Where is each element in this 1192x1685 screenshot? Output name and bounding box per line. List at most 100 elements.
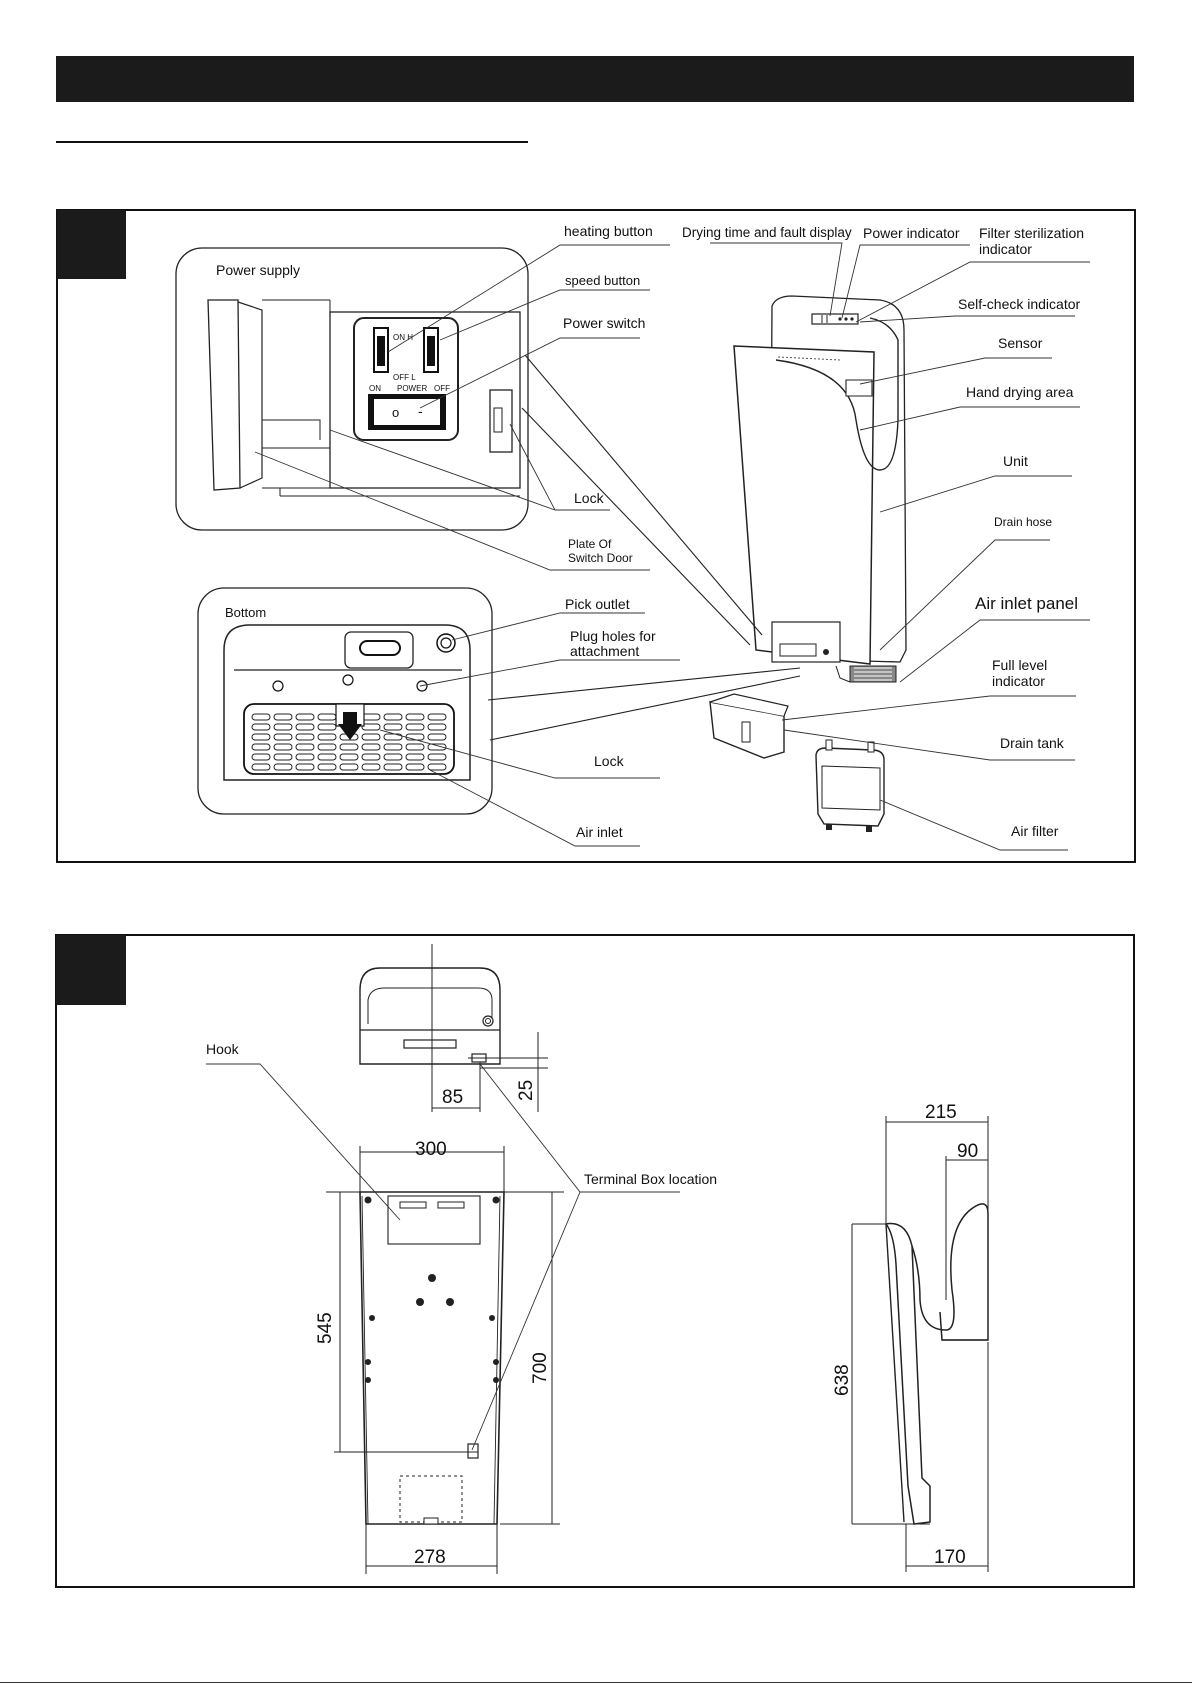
grille-slot — [383, 753, 403, 761]
grille-slot — [317, 763, 337, 771]
down-arrow-icon — [338, 712, 362, 740]
grille-slot — [383, 743, 403, 751]
projection-line-3 — [487, 667, 801, 701]
label-sensor: Sensor — [998, 335, 1043, 351]
grille-slot — [405, 713, 425, 721]
hook-leader — [206, 1063, 401, 1221]
label-lock-top: Lock — [574, 490, 605, 506]
grille-slot — [251, 753, 271, 761]
terminal-box-front — [467, 1443, 479, 1459]
switch-label-off: OFF — [434, 384, 450, 393]
grille-slot — [251, 743, 271, 751]
grille-slot — [361, 733, 381, 741]
terminal-box-leaders — [471, 1063, 680, 1451]
figure-2-tab — [56, 935, 126, 1005]
header-bar — [56, 56, 1134, 102]
grille-slot — [273, 723, 293, 731]
grille-slot — [295, 743, 315, 751]
grille-slot — [295, 733, 315, 741]
footer-rule — [0, 1682, 1192, 1683]
bottom-view-drawing — [359, 944, 548, 1112]
projection-line-4 — [489, 675, 801, 741]
grille-slot — [383, 763, 403, 771]
label-filter-sterilization: Filter sterilization — [979, 225, 1084, 241]
label-air-inlet: Air inlet — [576, 824, 623, 840]
dryer-front-panel — [733, 345, 875, 665]
grille-slot — [361, 713, 381, 721]
front-view-drawing — [359, 1191, 505, 1525]
figure-1-components: Power supply ON H OFF L ON — [56, 209, 1136, 863]
switch-label-on: ON — [369, 384, 381, 393]
side-view-dimension-lines — [851, 1116, 989, 1572]
front-view-dimension-lines — [326, 1146, 564, 1574]
dim-90: 90 — [957, 1141, 978, 1162]
dim-638: 638 — [832, 1364, 853, 1396]
grille-slot — [405, 763, 425, 771]
grille-slot — [427, 713, 447, 721]
grille-slot — [383, 723, 403, 731]
grille-slot — [361, 763, 381, 771]
label-drying-time: Drying time and fault display — [682, 225, 852, 240]
figure-1-frame — [56, 209, 1136, 863]
label-plate-of: Plate Of — [568, 537, 612, 551]
label-terminal-box-location: Terminal Box location — [584, 1171, 717, 1187]
plug-hole-1 — [272, 680, 284, 692]
power-switch-on-symbol: o — [392, 405, 399, 420]
dim-545: 545 — [315, 1312, 336, 1344]
dim-215: 215 — [925, 1102, 957, 1123]
grille-slot — [251, 723, 271, 731]
label-drain-tank: Drain tank — [1000, 735, 1065, 751]
label-power-switch: Power switch — [563, 315, 645, 331]
section-heading-rule — [56, 141, 528, 143]
grille-slot — [273, 763, 293, 771]
projection-line-2 — [521, 407, 751, 646]
callout-leaders-left — [254, 244, 680, 847]
grille-slot — [251, 763, 271, 771]
callout-leaders-right — [710, 242, 1090, 851]
dim-170: 170 — [934, 1547, 966, 1568]
label-power-indicator: Power indicator — [863, 225, 960, 241]
figure-2-dimensions: 85 25 — [55, 934, 1135, 1588]
grille-slot — [427, 733, 447, 741]
grille-slot — [427, 753, 447, 761]
grille-slot — [361, 723, 381, 731]
grille-slot — [427, 743, 447, 751]
display-panel — [811, 313, 859, 325]
dim-25: 25 — [516, 1080, 537, 1101]
label-lock-bottom: Lock — [594, 753, 625, 769]
dim-300: 300 — [415, 1139, 447, 1160]
hand-dryer-unit — [733, 295, 907, 683]
drain-tank — [709, 693, 789, 759]
label-hand-drying-area: Hand drying area — [966, 384, 1074, 400]
label-unit: Unit — [1003, 453, 1028, 469]
grille-slot — [427, 763, 447, 771]
grille-slot — [273, 733, 293, 741]
grille-slot — [339, 763, 359, 771]
grille-slot — [405, 723, 425, 731]
dim-700: 700 — [530, 1352, 551, 1384]
grille-slot — [361, 743, 381, 751]
grille-slot — [427, 723, 447, 731]
side-hand-cavity — [911, 1203, 989, 1341]
figure-2-frame — [55, 934, 1135, 1588]
grille-slot — [339, 743, 359, 751]
grille-slot — [383, 713, 403, 721]
switch-label-on-h: ON H — [393, 333, 413, 342]
dim-278: 278 — [414, 1547, 446, 1568]
switch-label-off-l: OFF L — [393, 373, 416, 382]
label-hook: Hook — [206, 1041, 240, 1057]
grille-slot — [251, 713, 271, 721]
dim-85: 85 — [442, 1087, 463, 1108]
grille-slot — [295, 763, 315, 771]
bottom-title: Bottom — [225, 605, 266, 620]
grille-slot — [405, 753, 425, 761]
label-speed-button: speed button — [565, 273, 640, 288]
label-switch-door: Switch Door — [568, 551, 633, 565]
figure-1-tab — [57, 210, 126, 279]
grille-slot — [405, 743, 425, 751]
label-self-check: Self-check indicator — [958, 296, 1081, 312]
hand-drying-area — [775, 317, 899, 471]
projection-line-1 — [524, 354, 763, 636]
